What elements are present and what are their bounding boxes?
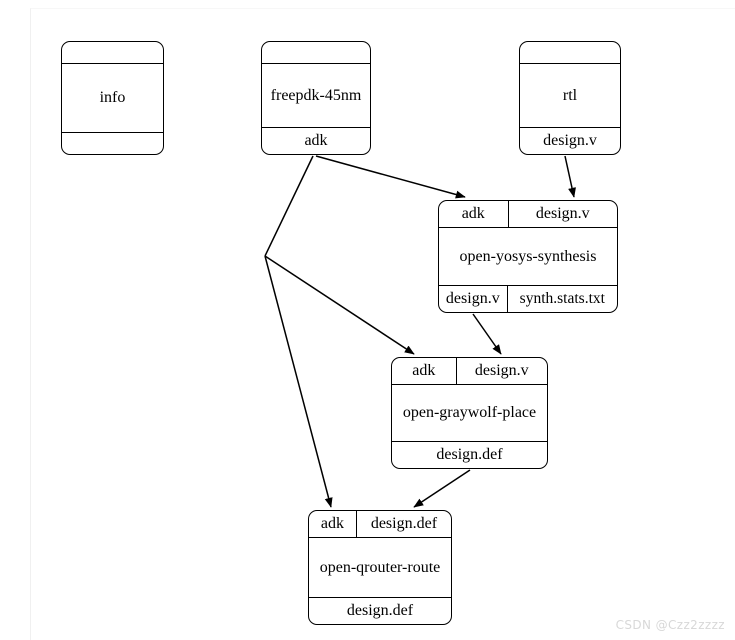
node-freepdk-45nm-inputs	[262, 42, 370, 64]
edge-graywolf-to-qrouter	[413, 469, 471, 508]
node-info-outputs	[62, 132, 163, 154]
csdn-watermark: CSDN @Czz2zzzz	[615, 618, 725, 632]
node-open-qrouter-route-outputs: design.def	[309, 597, 451, 624]
port-in-design-def[interactable]: design.def	[355, 511, 451, 537]
port-in-adk[interactable]: adk	[412, 362, 436, 379]
node-open-graywolf-place-title: open-graywolf-place	[402, 404, 537, 421]
node-open-graywolf-place-outputs: design.def	[392, 441, 547, 468]
port-in-adk[interactable]: adk	[320, 515, 344, 532]
node-freepdk-45nm-outputs: adk	[262, 127, 370, 154]
node-open-yosys-synthesis-title: open-yosys-synthesis	[459, 247, 597, 265]
port-out-design-def[interactable]: design.def	[346, 602, 414, 619]
node-open-qrouter-route[interactable]: adk design.def open-qrouter-route design…	[308, 510, 452, 625]
edge-freepdk-to-graywolf	[264, 255, 415, 355]
edge-rtl-to-yosys	[564, 155, 576, 198]
node-open-qrouter-route-title: open-qrouter-route	[319, 558, 441, 576]
port-out-synth-stats-txt[interactable]: synth.stats.txt	[506, 286, 617, 312]
node-rtl-title: rtl	[562, 86, 578, 104]
node-freepdk-45nm-title: freepdk-45nm	[270, 86, 362, 104]
node-rtl[interactable]: rtl design.v	[519, 41, 621, 155]
node-open-yosys-synthesis-outputs: design.v synth.stats.txt	[439, 285, 617, 312]
port-in-0[interactable]	[520, 42, 620, 63]
port-in-adk[interactable]: adk	[461, 205, 485, 222]
edge-yosys-to-graywolf	[472, 313, 502, 355]
edge-freepdk-stem	[264, 155, 314, 257]
node-open-graywolf-place-inputs: adk design.v	[392, 358, 547, 385]
port-out-design-v[interactable]: design.v	[445, 290, 500, 307]
node-open-yosys-synthesis-inputs: adk design.v	[439, 201, 617, 228]
port-in-0[interactable]	[62, 42, 163, 63]
port-out-design-def[interactable]: design.def	[436, 446, 503, 463]
edge-freepdk-to-yosys	[315, 155, 466, 199]
port-out-adk[interactable]: adk	[304, 132, 328, 149]
port-out-design-v[interactable]: design.v	[543, 132, 597, 149]
port-out-0[interactable]	[62, 133, 163, 154]
node-rtl-outputs: design.v	[520, 127, 620, 154]
node-freepdk-45nm[interactable]: freepdk-45nm adk	[261, 41, 371, 155]
port-in-design-v[interactable]: design.v	[455, 358, 547, 384]
node-rtl-inputs	[520, 42, 620, 64]
node-open-yosys-synthesis[interactable]: adk design.v open-yosys-synthesis design…	[438, 200, 618, 313]
node-open-graywolf-place[interactable]: adk design.v open-graywolf-place design.…	[391, 357, 548, 469]
node-info-title: info	[99, 89, 126, 106]
port-in-0[interactable]	[262, 42, 370, 63]
node-open-qrouter-route-inputs: adk design.def	[309, 511, 451, 538]
edge-freepdk-to-qrouter	[264, 255, 333, 508]
node-info[interactable]: info	[61, 41, 164, 155]
node-info-inputs	[62, 42, 163, 64]
port-in-design-v[interactable]: design.v	[507, 201, 617, 227]
